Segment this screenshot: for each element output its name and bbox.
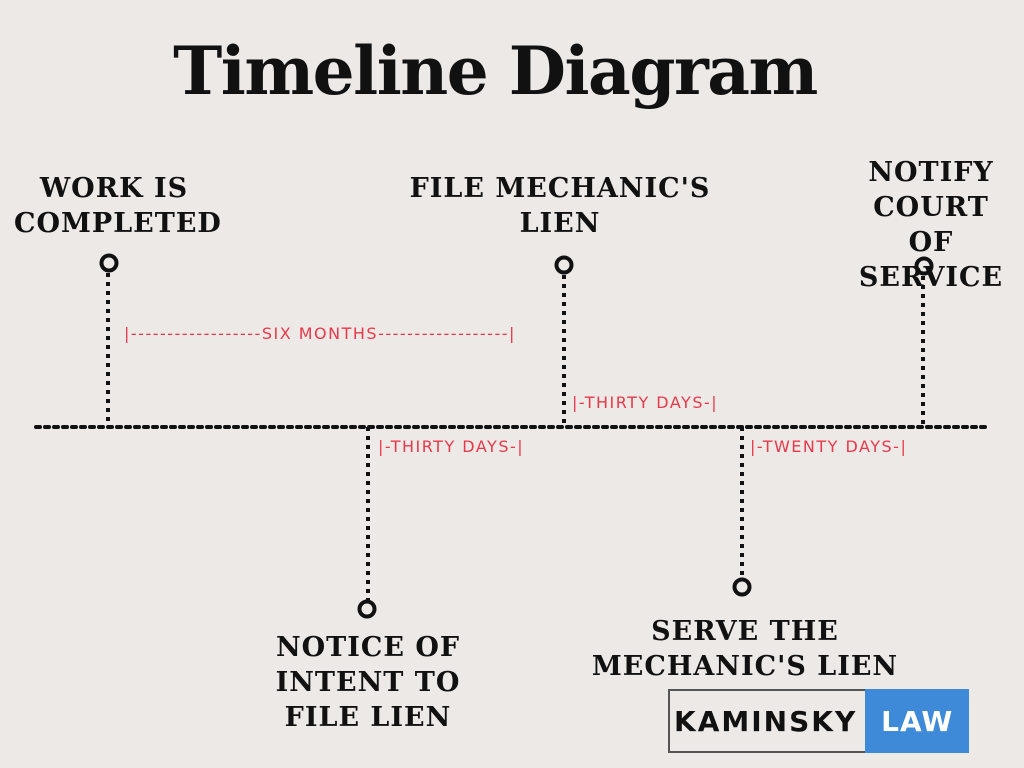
event-serve-lien: SERVE THE MECHANIC'S LIEN xyxy=(591,616,899,682)
page-title: Timeline Diagram xyxy=(173,32,818,110)
duration-thirty-days-after-notice: |-THIRTY DAYS-| xyxy=(378,437,525,456)
node-notify-court xyxy=(914,256,934,276)
node-file-lien xyxy=(554,255,574,275)
duration-six-months: |------------------SIX MONTHS-----------… xyxy=(124,324,516,343)
event-work-completed: WORK IS COMPLETED xyxy=(14,173,222,239)
event-file-lien: FILE MECHANIC'S LIEN xyxy=(409,173,711,239)
node-notice-of-intent xyxy=(357,599,377,619)
event-notify-court: NOTIFY COURT OF SERVICE xyxy=(858,157,1004,293)
node-work-completed xyxy=(99,253,119,273)
node-serve-lien xyxy=(732,577,752,597)
event-notice-of-intent: NOTICE OF INTENT TO FILE LIEN xyxy=(275,632,461,733)
logo-kaminsky-text: KAMINSKY xyxy=(674,704,858,738)
kaminsky-law-logo: KAMINSKY LAW xyxy=(668,689,970,753)
logo-law-text: LAW xyxy=(881,704,954,738)
duration-twenty-days: |-TWENTY DAYS-| xyxy=(750,437,908,456)
logo-kaminsky-box: KAMINSKY xyxy=(668,689,866,753)
duration-thirty-days-after-lien: |-THIRTY DAYS-| xyxy=(572,393,719,412)
logo-law-box: LAW xyxy=(865,689,970,753)
